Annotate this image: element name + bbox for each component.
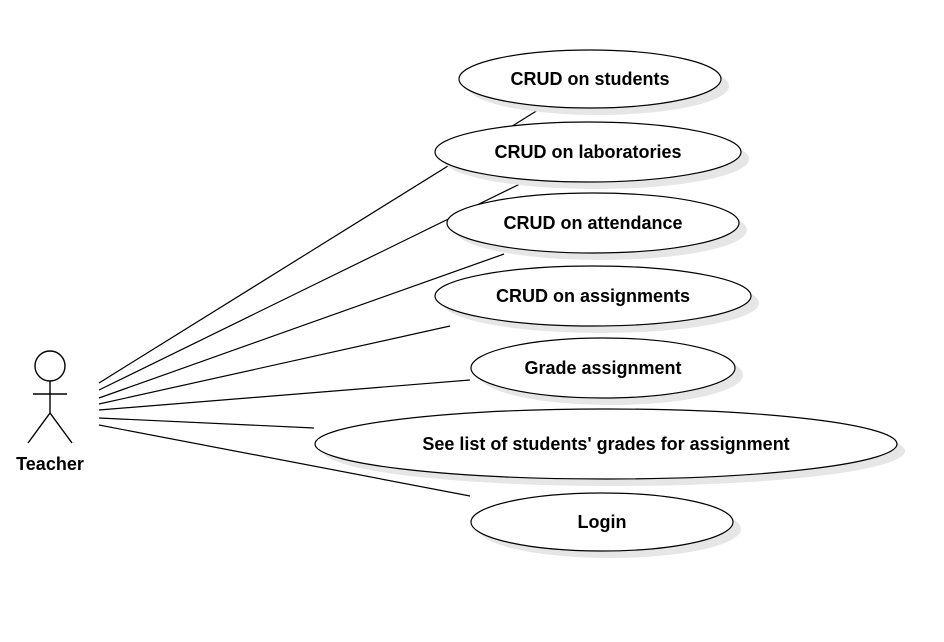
use-case-label: Grade assignment: [524, 358, 681, 378]
use-case-label: CRUD on assignments: [496, 286, 690, 306]
use-case-label: CRUD on students: [511, 69, 670, 89]
actor-label: Teacher: [16, 454, 84, 474]
use-case-see-grades[interactable]: See list of students' grades for assignm…: [314, 408, 905, 486]
use-case-grade-assignment[interactable]: Grade assignment: [470, 337, 743, 405]
association-crud-assignments: [98, 325, 451, 405]
use-case-label: Login: [578, 512, 627, 532]
use-case-crud-students[interactable]: CRUD on students: [458, 49, 729, 115]
use-case-login[interactable]: Login: [470, 492, 741, 558]
association-grade-assignment: [98, 379, 471, 411]
association-crud-attendance: [98, 253, 505, 399]
use-case-crud-attendance[interactable]: CRUD on attendance: [446, 192, 747, 260]
actor-teacher[interactable]: Teacher: [16, 350, 84, 474]
use-case-crud-laboratories[interactable]: CRUD on laboratories: [434, 121, 749, 189]
use-case-label: CRUD on attendance: [503, 213, 682, 233]
stick-figure-icon: [27, 350, 73, 444]
use-case-crud-assignments[interactable]: CRUD on assignments: [434, 265, 759, 333]
use-case-label: See list of students' grades for assignm…: [422, 434, 789, 454]
association-login: [98, 424, 471, 497]
association-see-grades: [98, 417, 315, 429]
use-case-label: CRUD on laboratories: [494, 142, 681, 162]
